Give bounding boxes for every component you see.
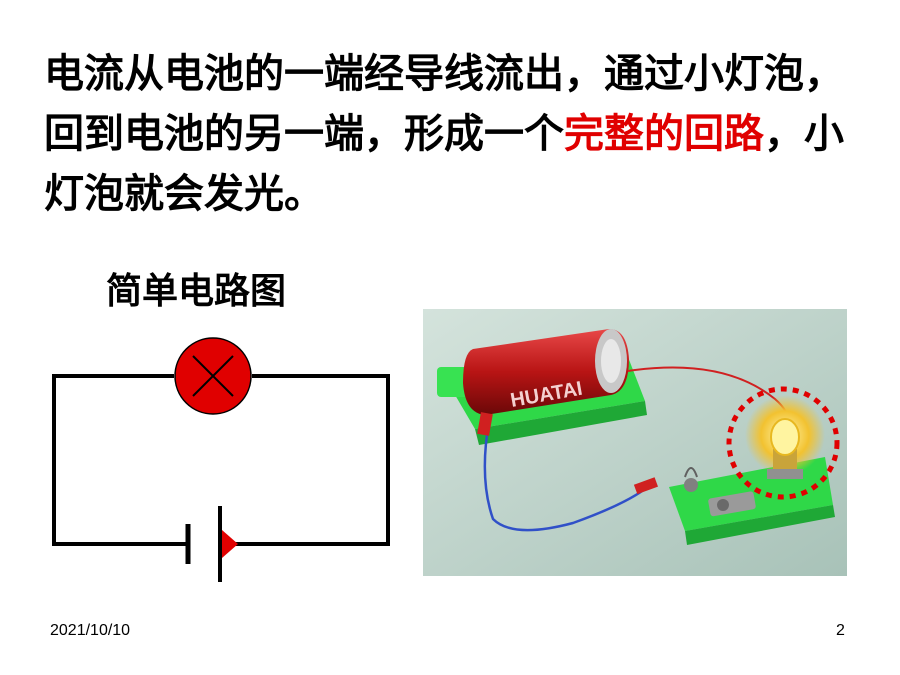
paragraph-highlight: 完整的回路 (564, 111, 764, 157)
battery-cell-icon (185, 506, 238, 582)
footer-date: 2021/10/10 (50, 622, 131, 639)
highlight-circle (726, 386, 840, 500)
diagram-title: 简单电路图 (106, 271, 287, 312)
glowing-bulb (745, 395, 825, 479)
circuit-diagram (52, 337, 390, 582)
blue-wire (483, 420, 646, 532)
paragraph-text-part1: 电流从电池的一端经导线流出，通过小灯泡，回到电池的另一端，形成一个 (44, 51, 844, 157)
circuit-wire-top-right (220, 374, 390, 546)
description-paragraph: 电流从电池的一端经导线流出，通过小灯泡，回到电池的另一端，形成一个完整的回路，小… (44, 44, 864, 224)
paragraph-text-part2: ，小灯泡就会发光。 (44, 111, 844, 217)
footer-page-number: 2 (836, 622, 845, 639)
circuit-photo: HUATAI (423, 309, 847, 576)
circle-cross-icon (174, 337, 252, 415)
battery: HUATAI (463, 329, 629, 415)
circuit-wire-top-left (52, 374, 188, 546)
